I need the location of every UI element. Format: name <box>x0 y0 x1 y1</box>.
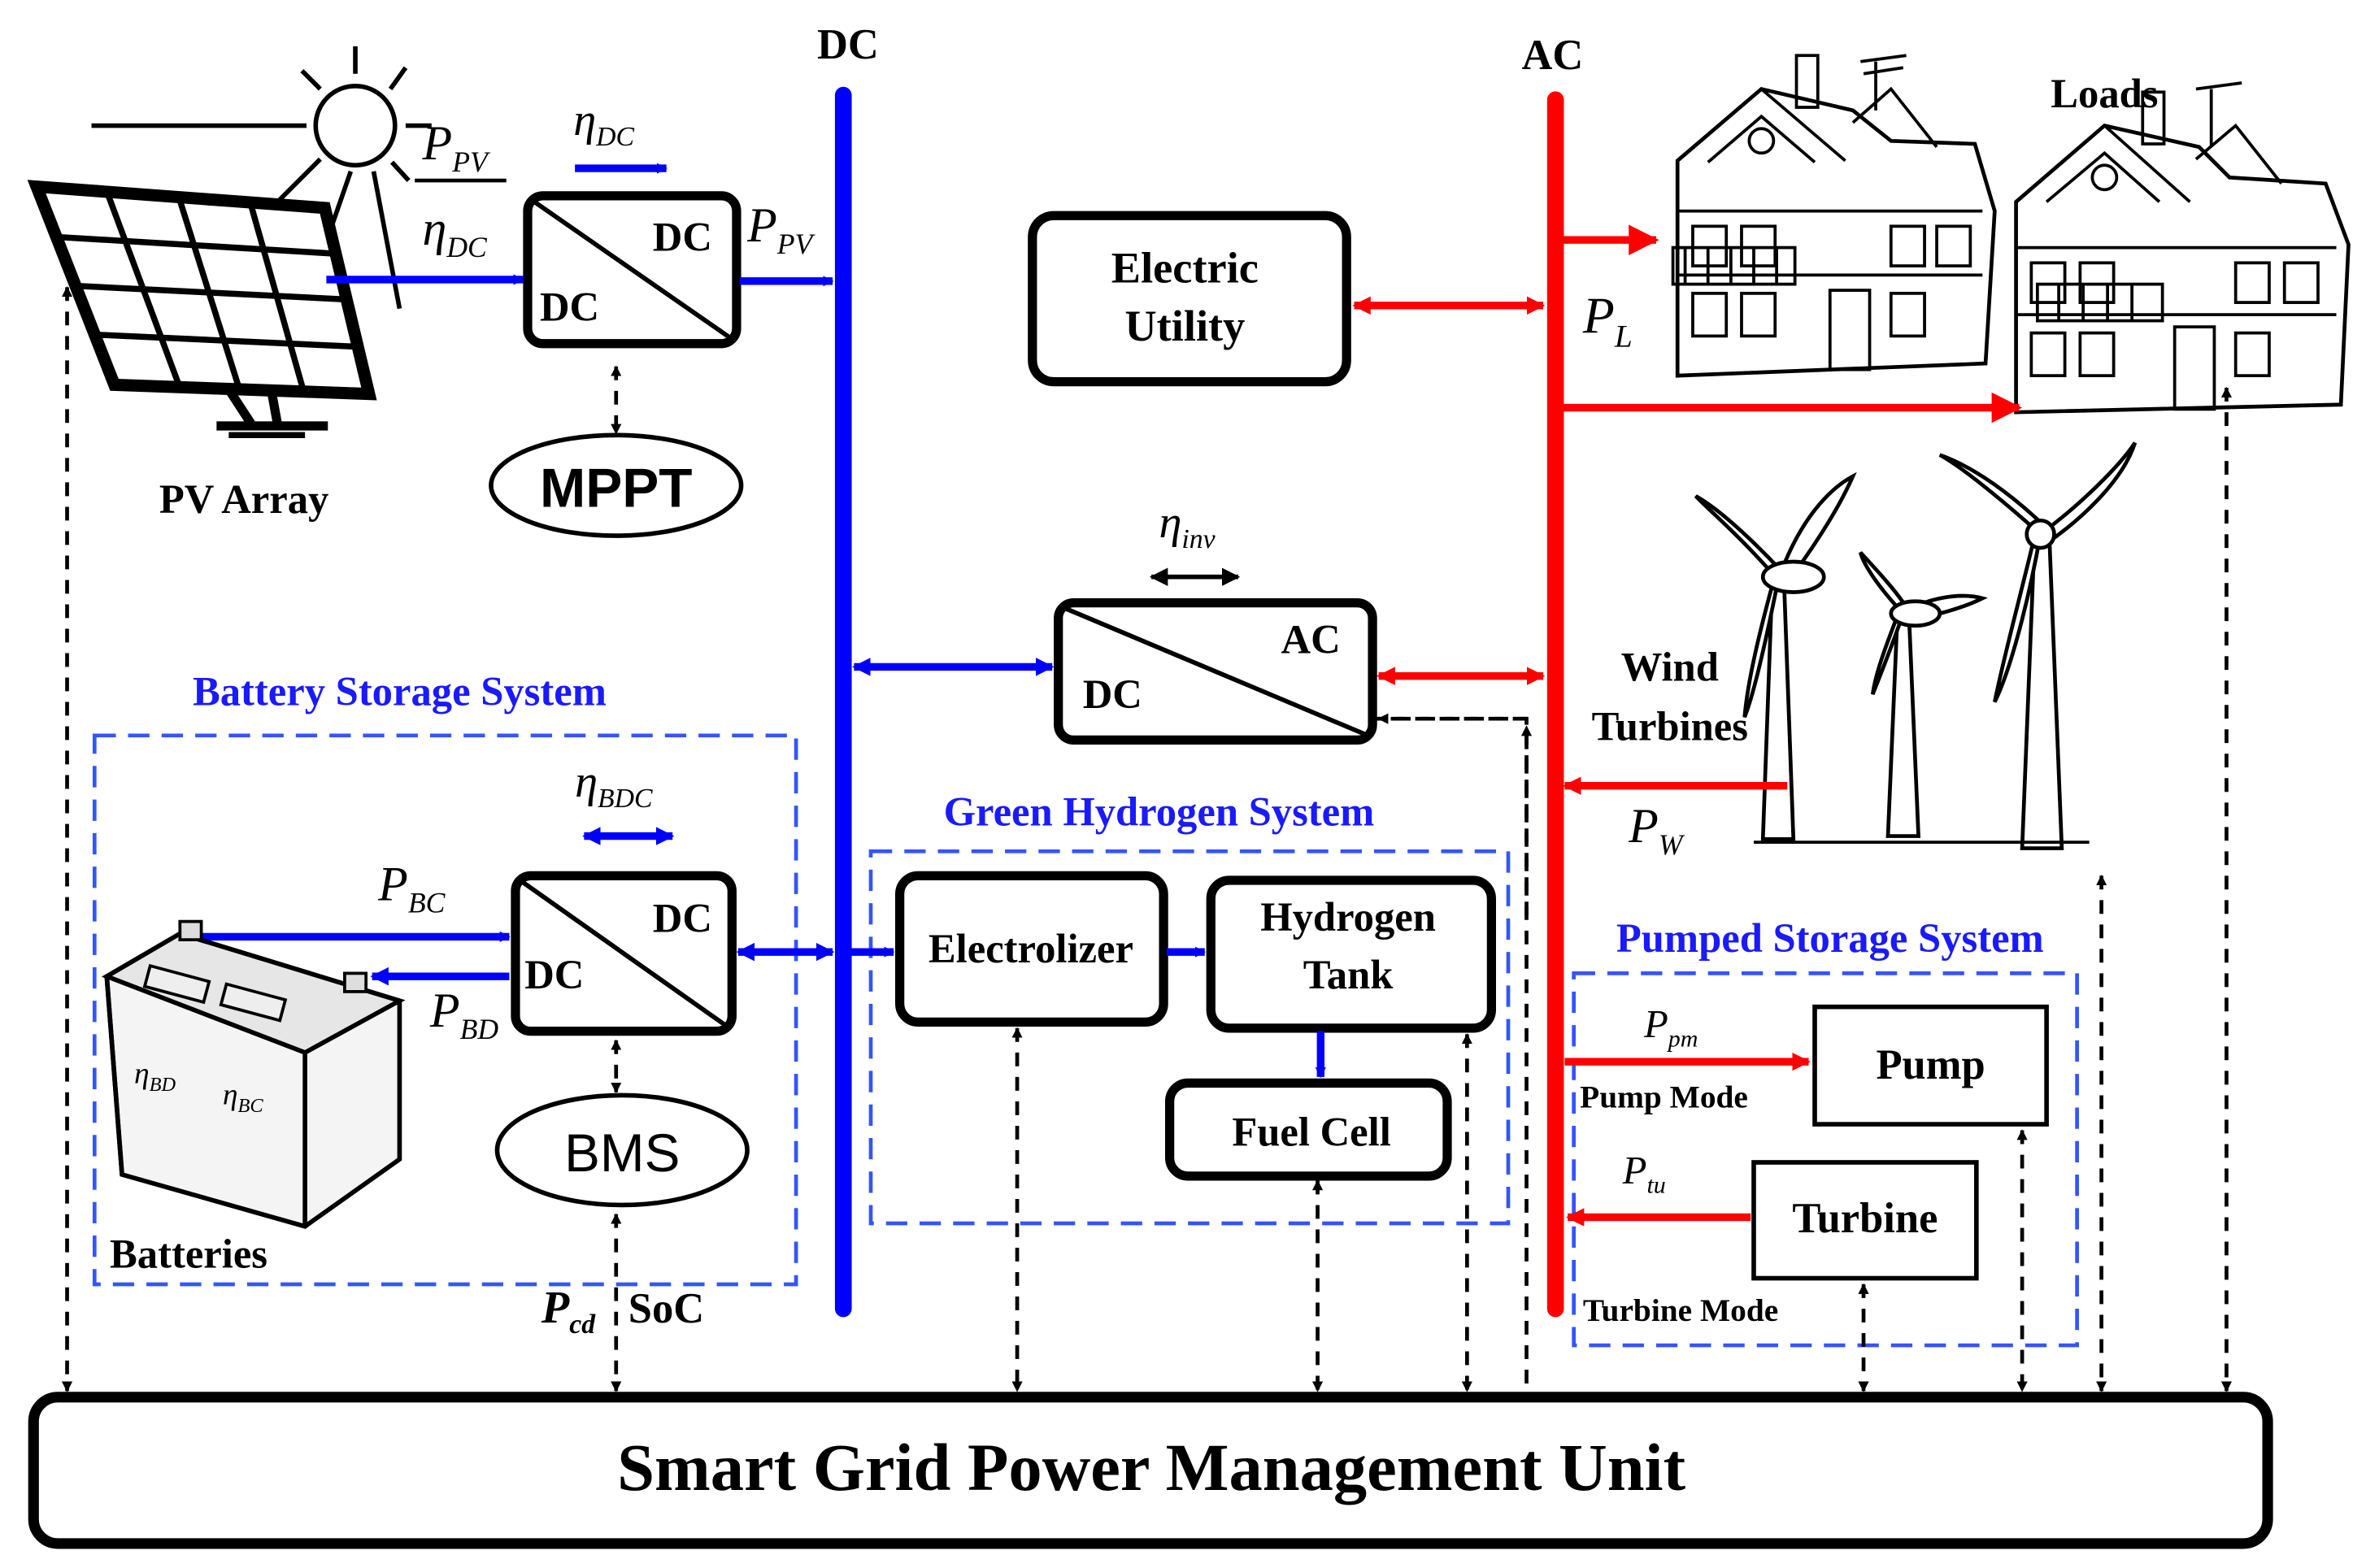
mppt-block <box>489 432 744 538</box>
ac-bus-label: AC <box>1521 32 1583 79</box>
pump-block <box>1812 1004 2049 1127</box>
p-bc-label: PBC <box>377 857 446 919</box>
soc-label: SoC <box>628 1285 704 1332</box>
electric-utility-block <box>1028 211 1351 387</box>
turbine-mode-label: Turbine Mode <box>1583 1292 1778 1328</box>
batteries-label: Batteries <box>110 1231 267 1276</box>
battery-system-region <box>92 733 798 1287</box>
p-w-label: PW <box>1628 799 1685 861</box>
utility-label-line1: Electric <box>1111 244 1259 293</box>
power-management-unit <box>28 1392 2273 1549</box>
hydrogen-tank-label-line2: Tank <box>1303 952 1394 997</box>
inverter-control-link <box>1372 716 1529 1392</box>
fuel-cell-label: Fuel Cell <box>1232 1109 1390 1154</box>
eta-bd-label: ηBD <box>134 1057 176 1095</box>
bms-label: BMS <box>564 1123 680 1183</box>
wind-turbine-icon-3 <box>1938 441 2138 850</box>
eta-bc-label: ηBC <box>223 1079 263 1117</box>
pump-label: Pump <box>1876 1041 1985 1088</box>
mppt-label: MPPT <box>540 458 693 519</box>
battery-icon <box>101 919 406 1229</box>
inverter-ac-label: AC <box>1281 617 1341 662</box>
pv-dcdc-converter: DC DC <box>523 191 742 349</box>
electrolizer-label: Electrolizer <box>929 926 1133 971</box>
p-cd-label: Pcd <box>541 1283 596 1340</box>
bms-block <box>494 1092 750 1208</box>
p-bd-label: PBD <box>429 984 498 1045</box>
pumped-system-title: Pumped Storage System <box>1616 915 2044 961</box>
pv-converter-out-label: DC <box>653 214 712 259</box>
wind-turbines-label-line2: Turbines <box>1592 703 1748 749</box>
battery-system-title: Battery Storage System <box>193 668 607 714</box>
pv-array-label: PV Array <box>159 476 329 522</box>
pumped-system-region <box>1572 971 2079 1348</box>
p-pm-label: Ppm <box>1643 1002 1698 1052</box>
hydrogen-system-region <box>868 849 1511 1226</box>
inverter-block: AC DC <box>1054 597 1377 745</box>
turbine-block <box>1751 1160 1979 1281</box>
pmu-label: Smart Grid Power Management Unit <box>617 1430 1685 1505</box>
p-pv-fraction-numerator: PPV <box>422 116 491 178</box>
electrolizer-block <box>895 871 1168 1027</box>
battery-converter-out-label: DC <box>653 896 712 941</box>
battery-dcdc-converter: DC DC <box>511 871 737 1036</box>
p-pv-output-label: PPV <box>746 198 815 260</box>
hydrogen-tank-block <box>1206 875 1497 1033</box>
house-icon-right <box>2014 81 2351 415</box>
pv-converter-in-label: DC <box>540 284 599 330</box>
dc-bus-label: DC <box>817 21 879 68</box>
battery-converter-in-label: DC <box>524 952 584 997</box>
wind-turbines-label-line1: Wind <box>1621 644 1719 689</box>
eta-bdc-label: ηBDC <box>575 757 653 814</box>
pump-mode-label: Pump Mode <box>1580 1079 1748 1114</box>
hydrogen-system-title: Green Hydrogen System <box>944 788 1375 834</box>
inverter-dc-label: DC <box>1083 671 1142 717</box>
hydrogen-tank-label-line1: Hydrogen <box>1260 894 1436 940</box>
wind-turbine-icon-2 <box>1859 551 1988 838</box>
eta-dc-fraction-denominator: ηDC <box>423 202 489 263</box>
p-l-label: PL <box>1582 287 1633 354</box>
turbine-label: Turbine <box>1792 1195 1938 1242</box>
solar-panel-icon <box>27 180 377 439</box>
eta-dc-label: ηDC <box>573 95 634 152</box>
p-tu-label: Ptu <box>1622 1149 1666 1198</box>
fuel-cell-block <box>1164 1078 1452 1181</box>
wind-turbine-icon-1 <box>1694 471 1857 841</box>
loads-label: Loads <box>2051 71 2158 116</box>
utility-label-line2: Utility <box>1124 302 1245 350</box>
eta-inv-label: ηinv <box>1159 497 1215 554</box>
house-icon-left <box>1671 54 1997 378</box>
